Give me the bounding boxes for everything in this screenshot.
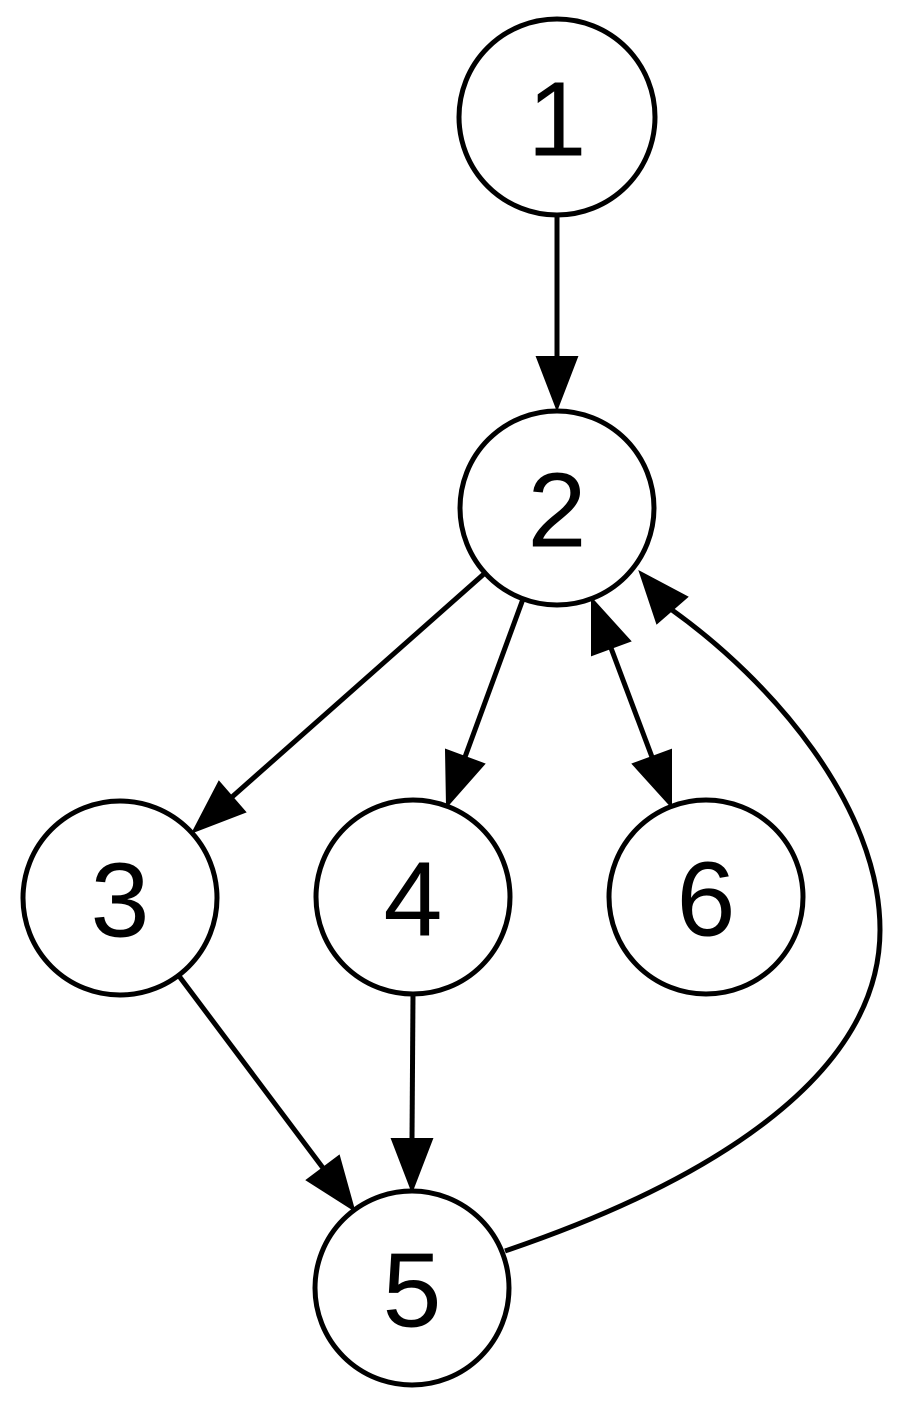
graph-node-5: 5 xyxy=(312,1188,512,1388)
node-circle xyxy=(606,797,806,997)
node-circle xyxy=(456,16,658,218)
node-label: 2 xyxy=(528,452,587,570)
node-circle xyxy=(313,797,513,997)
node-label: 4 xyxy=(384,841,443,959)
edge-2-4 xyxy=(444,598,526,809)
edge-arrowhead xyxy=(591,596,632,657)
graph-node-6: 6 xyxy=(606,797,806,997)
edge-arrowhead xyxy=(535,356,579,412)
edge-line xyxy=(462,598,526,758)
edge-5-2 xyxy=(504,569,883,1254)
node-label: 1 xyxy=(528,61,587,179)
node-circle xyxy=(457,408,657,608)
edge-arrowhead xyxy=(190,780,247,834)
graph-node-2: 2 xyxy=(457,408,657,608)
edge-line xyxy=(504,607,883,1254)
node-circle xyxy=(20,798,220,998)
edge-4-5 xyxy=(390,993,434,1194)
edge-arrowhead xyxy=(305,1154,356,1213)
edge-3-5 xyxy=(177,974,356,1213)
graph-node-1: 1 xyxy=(456,16,658,218)
node-label: 3 xyxy=(91,842,150,960)
node-label: 5 xyxy=(383,1232,442,1350)
graph-node-4: 4 xyxy=(313,797,513,997)
edge-1-2 xyxy=(535,215,579,412)
node-circle xyxy=(312,1188,512,1388)
edge-arrowhead xyxy=(638,569,689,625)
edge-line xyxy=(409,993,416,1140)
node-label: 6 xyxy=(677,841,736,959)
edge-arrowhead xyxy=(631,748,672,809)
graph-node-3: 3 xyxy=(20,798,220,998)
edge-line xyxy=(608,647,655,758)
edge-arrowhead xyxy=(390,1138,434,1194)
edge-line xyxy=(230,571,487,799)
edge-line xyxy=(177,974,325,1170)
edge-2-3 xyxy=(190,571,487,834)
edge-arrowhead xyxy=(444,748,486,809)
edge-2-6 xyxy=(591,596,672,809)
